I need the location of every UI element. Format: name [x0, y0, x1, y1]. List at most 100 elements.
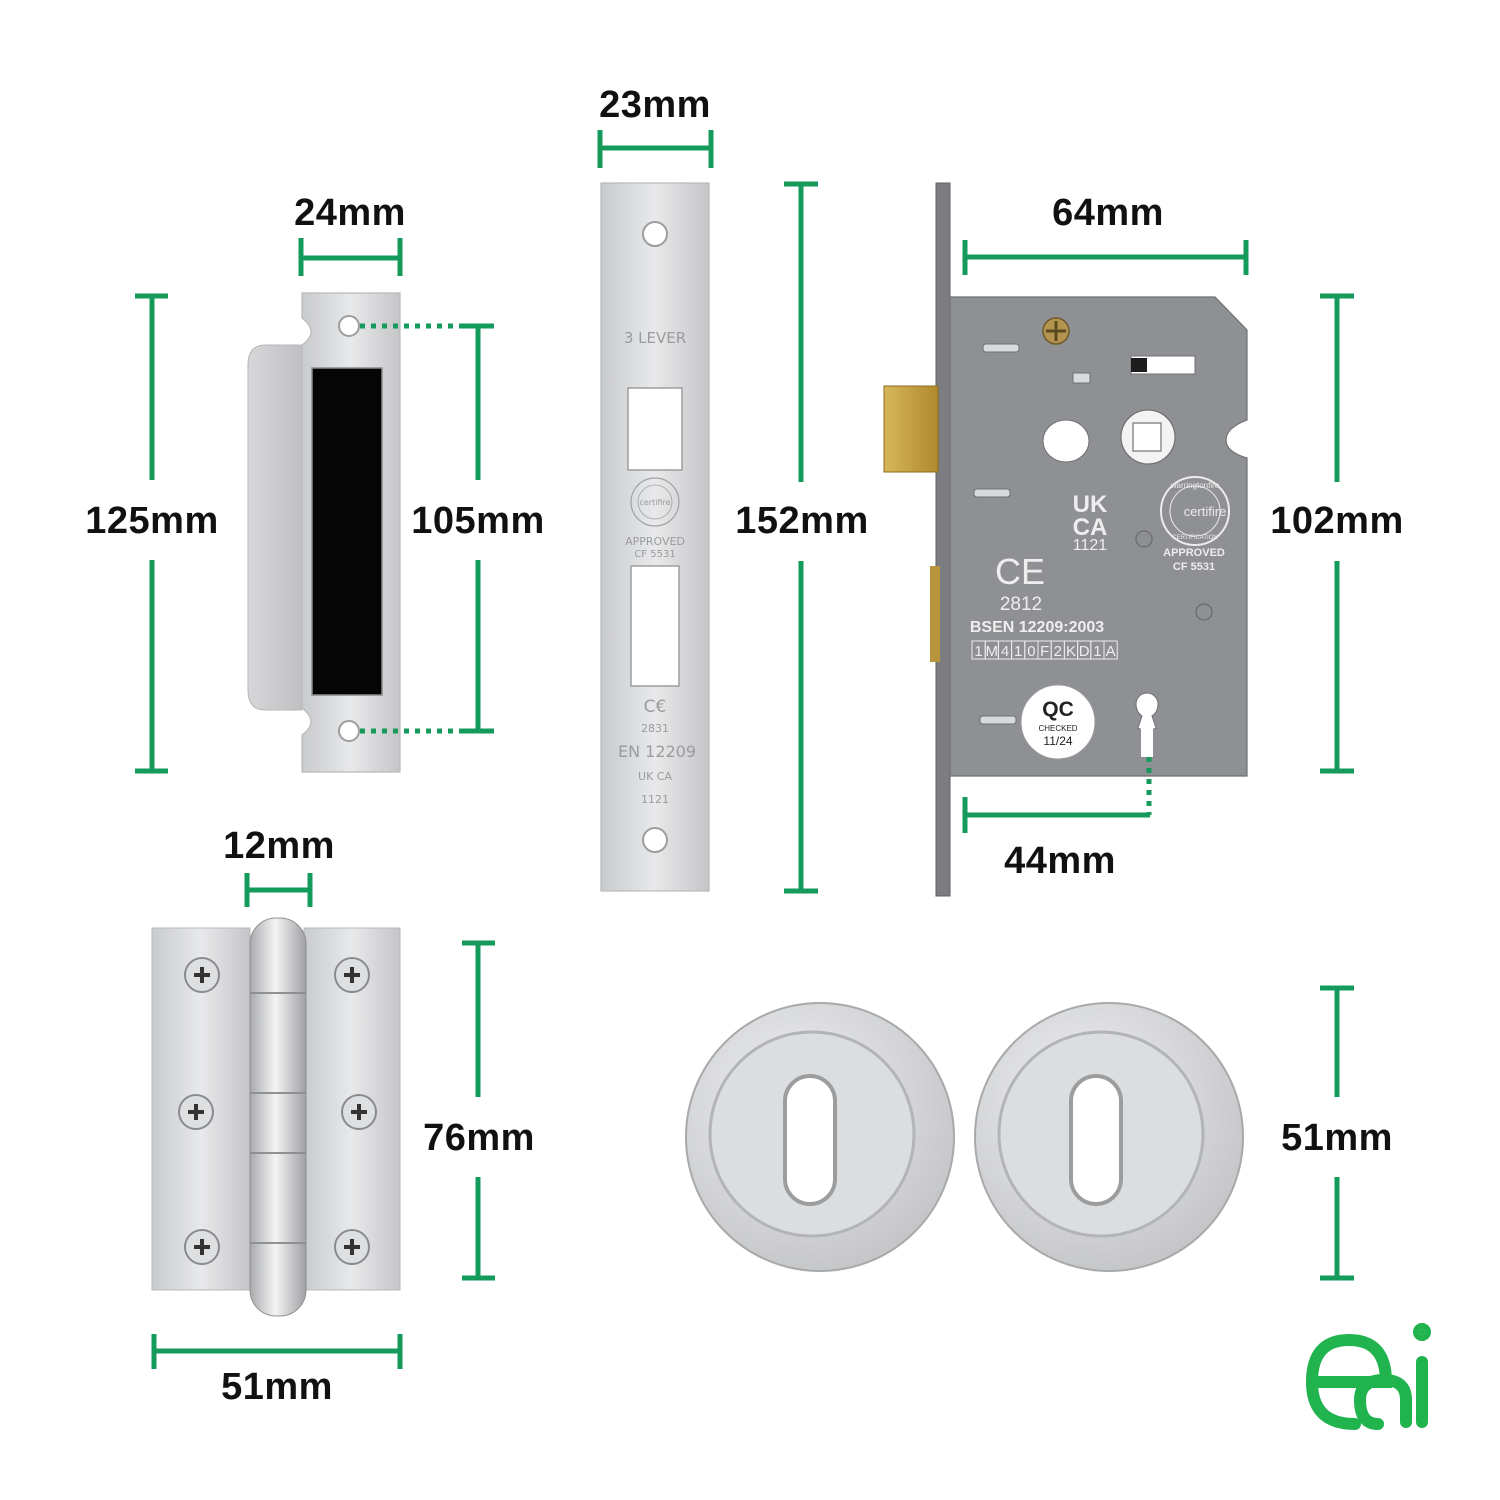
forend-screw-hole-bottom: [642, 827, 668, 853]
lock-slot-2: [973, 488, 1011, 498]
forend-ce-number: 2831: [641, 722, 669, 735]
label-hinge-height: 76mm: [423, 1117, 535, 1159]
lock-ukca-bottom: CA: [1073, 514, 1108, 541]
hinge-knuckle: [249, 917, 307, 1317]
dim-line-striker-height: [135, 293, 168, 774]
lock-approved-text: APPROVED: [1163, 547, 1225, 559]
lock-code-char: 1: [1014, 643, 1022, 660]
label-lock-backset: 44mm: [1004, 840, 1116, 882]
label-lock-width: 64mm: [1052, 192, 1164, 234]
lock-latch-bolt: [883, 385, 939, 473]
hinge: [151, 917, 401, 1317]
dim-line-hinge-knuckle: [244, 873, 313, 907]
lock-cert-ring-top: warringtonfire: [1170, 481, 1220, 490]
hinge-screw: [341, 1094, 377, 1130]
lock-slot-1: [982, 343, 1020, 353]
dim-line-forend-width: [597, 130, 714, 168]
lock-code-char: 2: [1054, 643, 1062, 660]
forend-approved-text: APPROVED: [625, 535, 685, 548]
lock-code-char: F: [1040, 643, 1049, 660]
forend-standard-text: EN 12209: [618, 742, 696, 761]
lock-code-box: [1103, 640, 1118, 660]
dim-line-hinge-height: [462, 940, 495, 1281]
escutcheon-right-keyhole: [1069, 1074, 1123, 1206]
escutcheon-right: [974, 1002, 1244, 1272]
lock-case: [949, 296, 1248, 777]
forend-bolt-slot: [630, 565, 680, 687]
lock-qc-title: QC: [1042, 698, 1074, 721]
label-hinge-knuckle: 12mm: [223, 825, 335, 867]
escutcheon-left-keyhole: [783, 1074, 837, 1206]
lock-code-char: 4: [1001, 643, 1009, 660]
lock-qc-date: 11/24: [1043, 734, 1072, 748]
dim-line-lock-height: [1320, 293, 1354, 774]
lock-code-char: D: [1079, 643, 1090, 660]
lock-code-char: 1: [974, 643, 982, 660]
forend-latch-slot: [627, 387, 683, 471]
lock-code-char: K: [1066, 643, 1076, 660]
lock-follower-hole: [1042, 419, 1090, 463]
lock-code-char: A: [1106, 643, 1116, 660]
lock-cert-ring-bottom: CERTIFICATION: [1172, 535, 1217, 541]
hinge-screw: [178, 1094, 214, 1130]
forend-screw-hole-top: [642, 221, 668, 247]
strike-plate-opening: [311, 367, 383, 696]
label-striker-height: 125mm: [85, 500, 219, 542]
lock-keyhole: [1135, 692, 1159, 731]
lock-cert-name: certifire: [1184, 504, 1227, 519]
lock-spindle-square: [1132, 422, 1162, 452]
label-striker-hole-spacing: 105mm: [411, 500, 545, 542]
lock-ukca-top: UK: [1073, 491, 1108, 518]
strike-plate-screw-hole-bottom: [338, 720, 360, 742]
lock-cert-badge: warringtonfire certifire CERTIFICATION A…: [1160, 476, 1230, 573]
lock-ce-number: 2812: [1000, 594, 1042, 615]
dim-line-hinge-width: [151, 1334, 403, 1369]
hinge-screw: [334, 957, 370, 993]
lock-code-char: M: [986, 643, 999, 660]
lock-cf-number: CF 5531: [1173, 561, 1215, 573]
forend-plate: 3 LEVER certifire APPROVED CF 5531 C€ 28…: [600, 182, 710, 892]
dim-line-escutcheon: [1320, 985, 1354, 1281]
dim-line-forend-height: [784, 181, 818, 894]
dim-line-lock-width: [962, 240, 1249, 275]
hinge-screw: [184, 957, 220, 993]
hinge-screws: [178, 957, 377, 1265]
strike-plate-screw-hole-top: [338, 315, 360, 337]
lock-code-char: 1: [1093, 643, 1101, 660]
label-striker-width: 24mm: [294, 192, 406, 234]
label-forend-height: 152mm: [735, 500, 869, 542]
strike-plate: [247, 292, 401, 773]
dim-line-striker-width: [298, 238, 403, 276]
eai-logo: [1305, 1323, 1431, 1430]
lock-qc-checked: CHECKED: [1038, 724, 1077, 733]
hinge-screw: [184, 1229, 220, 1265]
label-escutcheon-diameter: 51mm: [1281, 1117, 1393, 1159]
lock-ce-mark: CE: [995, 551, 1045, 592]
forend-plate-body: [600, 182, 710, 892]
lock-slot-3: [979, 715, 1017, 725]
forend-ukca-number: 1121: [641, 793, 669, 806]
escutcheon-left: [685, 1002, 955, 1272]
lock-forend-edge: [935, 182, 951, 897]
lock-qc-sticker: QC CHECKED 11/24: [1020, 684, 1096, 760]
lock-standard-text: BSEN 12209:2003: [970, 619, 1104, 636]
label-hinge-width: 51mm: [221, 1366, 333, 1408]
strike-plate-lip: [247, 344, 303, 711]
lock-code-char: 0: [1027, 643, 1035, 660]
lock-ukca-number: 1121: [1073, 537, 1108, 554]
forend-cert-text: certifire: [639, 498, 670, 507]
dim-line-striker-holes: [462, 323, 494, 734]
label-lock-height: 102mm: [1270, 500, 1404, 542]
forend-cf-text: CF 5531: [634, 549, 675, 560]
forend-type-text: 3 LEVER: [624, 329, 686, 347]
lock-slot-small: [1072, 372, 1091, 384]
label-forend-width: 23mm: [599, 84, 711, 126]
lock-deadbolt-edge: [930, 566, 940, 662]
forend-ce-mark: C€: [644, 697, 667, 717]
forend-cert-ring: [630, 477, 680, 527]
eai-logo-text: eai: [1362, 1469, 1364, 1471]
hinge-screw: [334, 1229, 370, 1265]
dimension-lines: [135, 130, 1354, 1369]
